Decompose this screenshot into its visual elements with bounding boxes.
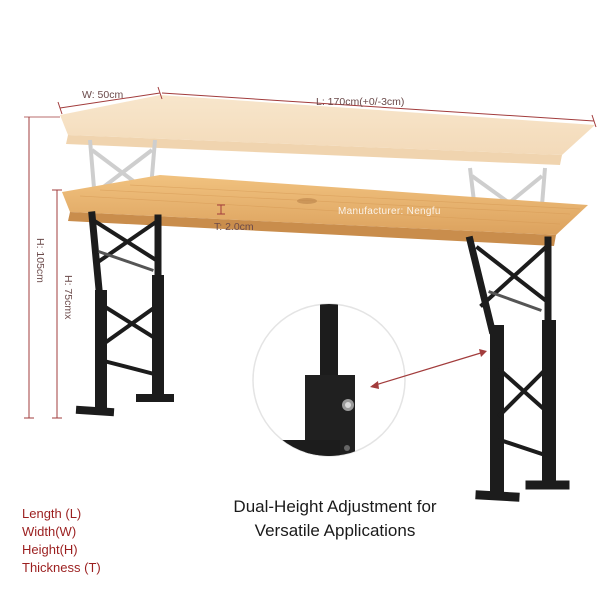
- thickness-dimension-label: T: 2.0cm: [214, 221, 254, 233]
- length-dimension-label: L: 170cm(+0/-3cm): [316, 96, 405, 108]
- detail-arrow: [370, 349, 487, 389]
- table-top: [62, 175, 588, 246]
- legend-item-width: Width(W): [22, 524, 77, 539]
- caption-line-1: Dual-Height Adjustment for: [233, 497, 437, 516]
- dimension-legend: Length (L) Width(W) Height(H) Thickness …: [22, 505, 101, 577]
- height-min-dimension-label: H: 75cmx: [62, 275, 74, 320]
- dimension-lines: [24, 86, 597, 419]
- height-max-dimension-label: H: 105cm: [34, 238, 46, 283]
- legend-item-length: Length (L): [22, 506, 82, 521]
- caption-line-2: Versatile Applications: [254, 521, 416, 540]
- left-leg-frame: [75, 211, 174, 417]
- legend-item-thickness: Thickness (T): [22, 560, 101, 575]
- right-leg-frame: [465, 235, 570, 502]
- detail-zoom-circle: [252, 303, 406, 457]
- width-dimension-label: W: 50cm: [82, 89, 124, 101]
- feature-caption: Dual-Height Adjustment for Versatile App…: [200, 495, 470, 543]
- legend-item-height: Height(H): [22, 542, 78, 557]
- manufacturer-watermark: Manufacturer: Nengfu: [338, 206, 441, 217]
